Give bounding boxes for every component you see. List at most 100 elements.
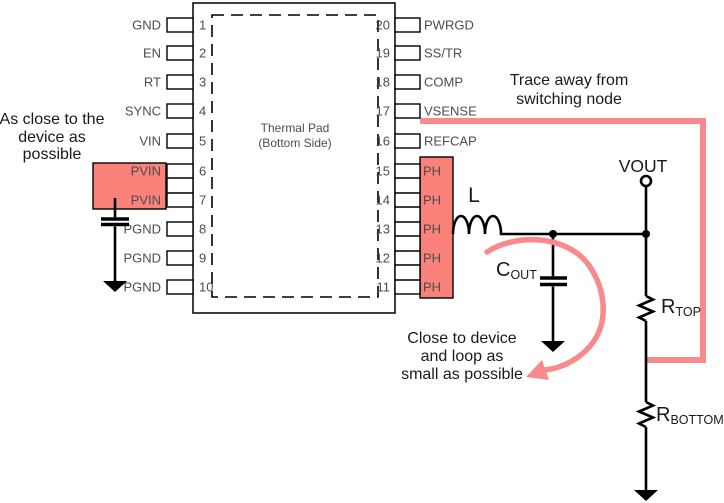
pin-number: 9 bbox=[199, 251, 206, 266]
note-line: device as bbox=[18, 129, 86, 146]
pin-6-pvin: PVIN 6 bbox=[131, 164, 207, 179]
pin-number: 5 bbox=[199, 134, 206, 149]
pin-label: PH bbox=[423, 280, 441, 295]
input-capacitor bbox=[101, 198, 129, 292]
ic-body-outline bbox=[192, 2, 396, 314]
pin-number: 6 bbox=[199, 164, 206, 179]
inductor-label: L bbox=[468, 184, 480, 207]
pin-number: 12 bbox=[376, 251, 390, 266]
ground-icon bbox=[103, 281, 127, 292]
pin-5-vin: VIN 5 bbox=[139, 133, 206, 149]
output-cap-note: Close to device and loop as small as pos… bbox=[401, 330, 523, 383]
pin-number: 15 bbox=[376, 164, 390, 179]
pin-number: 2 bbox=[199, 46, 206, 61]
pin-box bbox=[166, 250, 194, 266]
output-capacitor bbox=[540, 230, 567, 352]
thermal-pad-label-line1: Thermal Pad bbox=[261, 121, 330, 135]
thermal-pad-label-line2: (Bottom Side) bbox=[258, 136, 331, 150]
pin-number: 16 bbox=[376, 134, 390, 149]
pin-19-sstr: 19 SS/TR bbox=[376, 45, 462, 61]
r-top bbox=[635, 234, 657, 402]
pin-16-refcap: 16 REFCAP bbox=[376, 133, 477, 149]
note-line: switching node bbox=[516, 91, 622, 108]
pin-label: EN bbox=[143, 46, 161, 61]
pin-box bbox=[394, 74, 421, 90]
pin-label: COMP bbox=[424, 75, 463, 90]
pin-number: 13 bbox=[376, 222, 390, 237]
loop-arrow-head-icon bbox=[526, 360, 549, 380]
thermal-pad-outline bbox=[211, 14, 379, 298]
pin-box bbox=[394, 103, 421, 119]
r-bottom-label-sub: BOTTOM bbox=[670, 413, 723, 427]
pin-box bbox=[394, 45, 421, 61]
ladder-outline bbox=[394, 163, 421, 295]
note-line: and loop as bbox=[421, 348, 504, 365]
pin-number: 11 bbox=[377, 280, 391, 295]
pin-box bbox=[166, 103, 194, 119]
right-pins: 20 PWRGD 19 SS/TR 18 COMP 17 VSENSE 16 R… bbox=[376, 17, 477, 295]
output-cap-label: COUT bbox=[496, 259, 537, 282]
pin-label: VIN bbox=[139, 134, 161, 149]
inductor-coil bbox=[451, 214, 646, 236]
feedback-trace-path bbox=[420, 118, 706, 363]
pin-label: PH bbox=[423, 164, 441, 179]
inductor bbox=[451, 214, 646, 236]
pin-13-ph: 13 PH bbox=[376, 222, 442, 237]
pin-box bbox=[166, 279, 194, 295]
pin-number: 10 bbox=[199, 280, 213, 295]
pin-label: GND bbox=[132, 18, 161, 33]
pin-4-sync: SYNC 4 bbox=[125, 103, 206, 119]
pin-label: PVIN bbox=[131, 164, 161, 179]
pvin-highlight-rect bbox=[92, 162, 167, 210]
pin-label: PH bbox=[423, 251, 441, 266]
r-top-label-sub: TOP bbox=[675, 305, 700, 319]
ic-package: Thermal Pad (Bottom Side) bbox=[192, 2, 396, 314]
input-cap-note: As close to the device as possible bbox=[0, 111, 105, 163]
pin-number: 18 bbox=[376, 75, 390, 90]
r-bottom-label: RBOTTOM bbox=[656, 404, 724, 427]
left-pins: GND 1 EN 2 RT 3 SYNC 4 VIN 5 bbox=[123, 17, 213, 295]
pin-12-ph: 12 PH bbox=[376, 251, 442, 266]
pin-number: 1 bbox=[199, 18, 206, 33]
pin-label: PWRGD bbox=[424, 18, 474, 33]
pin-number: 17 bbox=[376, 104, 390, 119]
note-line: Trace away from bbox=[510, 72, 629, 89]
note-line: As close to the bbox=[0, 111, 105, 128]
pin-box bbox=[394, 17, 421, 33]
vsense-trace-note: Trace away from switching node bbox=[510, 72, 629, 108]
loop-arrow bbox=[484, 236, 606, 380]
pin-2-en: EN 2 bbox=[143, 45, 206, 61]
pin-18-comp: 18 COMP bbox=[376, 74, 463, 90]
r-top-label: RTOP bbox=[661, 296, 701, 319]
vsense-feedback-trace bbox=[420, 118, 706, 363]
pin-17-vsense: 17 VSENSE bbox=[376, 103, 477, 119]
resistor-zigzag bbox=[635, 294, 657, 323]
pin-label: PGND bbox=[123, 280, 161, 295]
pin-8-pgnd: PGND 8 bbox=[123, 221, 206, 237]
pin-label: SS/TR bbox=[424, 46, 462, 61]
pin-label: SYNC bbox=[125, 104, 161, 119]
output-cap-label-sub: OUT bbox=[510, 268, 537, 282]
note-line: Close to device bbox=[407, 330, 516, 347]
loop-arrow-curve bbox=[484, 236, 606, 373]
pin-9-pgnd: PGND 9 bbox=[123, 250, 206, 266]
pin-box bbox=[166, 17, 194, 33]
pin-number: 14 bbox=[376, 193, 390, 208]
output-cap-label-main: C bbox=[496, 259, 510, 281]
pin-20-pwrgd: 20 PWRGD bbox=[376, 17, 474, 33]
pin-14-ph: 14 PH bbox=[376, 193, 442, 208]
pin-label: PH bbox=[423, 193, 441, 208]
pin-number: 3 bbox=[199, 75, 206, 90]
r-bottom bbox=[634, 400, 658, 501]
ground-icon bbox=[541, 341, 565, 352]
pin-7-pvin: PVIN 7 bbox=[131, 193, 207, 208]
pvin-pin-ladder bbox=[166, 163, 194, 208]
pin-box bbox=[394, 133, 421, 149]
pin-1-gnd: GND 1 bbox=[132, 17, 206, 33]
pin-3-rt: RT 3 bbox=[144, 74, 206, 90]
note-line: possible bbox=[23, 146, 82, 163]
ph-pin-ladder bbox=[394, 163, 421, 295]
pin-label: PVIN bbox=[131, 193, 161, 208]
pin-label: PGND bbox=[123, 251, 161, 266]
